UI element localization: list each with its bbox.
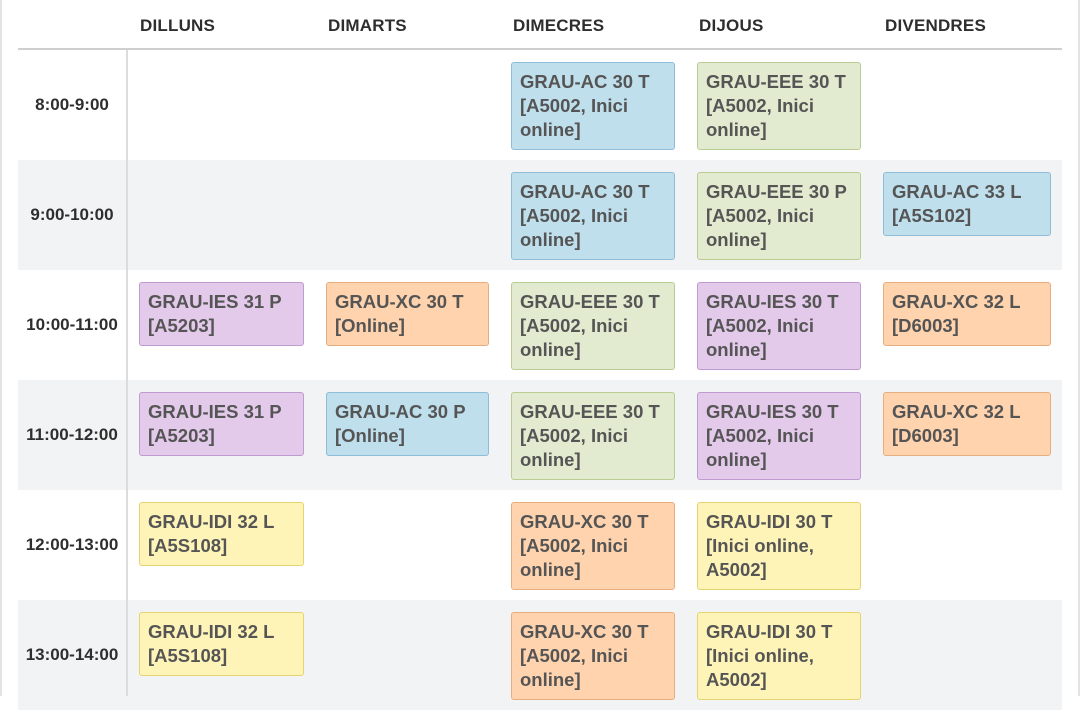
time-label: 11:00-12:00	[26, 425, 118, 444]
class-title: GRAU-IDI 32 L	[148, 621, 275, 642]
schedule-header: DILLUNS DIMARTS DIMECRES DIJOUS DIVENDRE…	[18, 0, 1062, 50]
class-title: GRAU-XC 30 T	[520, 621, 649, 642]
time-label: 10:00-11:00	[26, 315, 118, 334]
schedule-grid: 8:00-9:00 9:00-10:00 10:00-11:00 11:00-1…	[18, 50, 1062, 710]
class-title: GRAU-AC 30 T	[520, 71, 650, 92]
class-room: [D6003]	[892, 425, 959, 446]
class-block[interactable]: GRAU-XC 30 T [Online]	[326, 282, 489, 346]
class-block[interactable]: GRAU-IES 30 T [A5002, Inici online]	[697, 282, 861, 370]
class-room: [A5S108]	[148, 645, 228, 666]
class-block[interactable]: GRAU-EEE 30 T [A5002, Inici online]	[511, 392, 675, 480]
frame-border-left	[0, 0, 2, 696]
class-title: GRAU-IES 31 P	[148, 291, 282, 312]
time-label: 9:00-10:00	[30, 205, 114, 224]
class-title: GRAU-IDI 32 L	[148, 511, 275, 532]
class-block[interactable]: GRAU-EEE 30 T [A5002, Inici online]	[511, 282, 675, 370]
class-room: [Inici online, A5002]	[706, 645, 814, 690]
class-room: [A5002, Inici online]	[520, 425, 628, 470]
class-title: GRAU-IDI 30 T	[706, 511, 833, 532]
class-room: [A5203]	[148, 425, 215, 446]
class-title: GRAU-IDI 30 T	[706, 621, 833, 642]
class-block[interactable]: GRAU-IES 31 P [A5203]	[139, 282, 304, 346]
class-room: [A5002, Inici online]	[706, 205, 814, 250]
class-block[interactable]: GRAU-AC 30 T [A5002, Inici online]	[511, 172, 675, 260]
class-block[interactable]: GRAU-IES 31 P [A5203]	[139, 392, 304, 456]
class-title: GRAU-XC 32 L	[892, 401, 1021, 422]
time-row: 12:00-13:00	[18, 490, 1062, 600]
time-column-divider	[126, 50, 128, 696]
time-label: 8:00-9:00	[35, 95, 109, 114]
class-title: GRAU-XC 30 T	[335, 291, 464, 312]
time-row: 10:00-11:00	[18, 270, 1062, 380]
class-room: [Inici online, A5002]	[706, 535, 814, 580]
day-header-tuesday: DIMARTS	[328, 16, 407, 35]
time-label: 12:00-13:00	[25, 535, 119, 554]
class-title: GRAU-IES 30 T	[706, 401, 839, 422]
class-room: [A5002, Inici online]	[706, 315, 814, 360]
class-title: GRAU-EEE 30 T	[520, 291, 660, 312]
day-header-wednesday: DIMECRES	[513, 16, 605, 35]
class-block[interactable]: GRAU-EEE 30 T [A5002, Inici online]	[697, 62, 861, 150]
class-room: [A5002, Inici online]	[706, 425, 814, 470]
day-header-thursday: DIJOUS	[699, 16, 764, 35]
class-title: GRAU-AC 30 T	[520, 181, 650, 202]
class-block[interactable]: GRAU-XC 32 L [D6003]	[883, 282, 1051, 346]
time-label: 13:00-14:00	[25, 645, 119, 664]
class-room: [A5002, Inici online]	[520, 535, 628, 580]
class-title: GRAU-EEE 30 T	[520, 401, 660, 422]
class-block[interactable]: GRAU-IDI 30 T [Inici online, A5002]	[697, 502, 861, 590]
class-title: GRAU-EEE 30 T	[706, 71, 846, 92]
class-title: GRAU-XC 30 T	[520, 511, 649, 532]
class-block[interactable]: GRAU-IDI 30 T [Inici online, A5002]	[697, 612, 861, 700]
class-block[interactable]: GRAU-AC 33 L [A5S102]	[883, 172, 1051, 236]
class-title: GRAU-IES 30 T	[706, 291, 839, 312]
class-title: GRAU-AC 30 P	[335, 401, 466, 422]
day-header-friday: DIVENDRES	[885, 16, 986, 35]
class-room: [A5002, Inici online]	[520, 645, 628, 690]
class-title: GRAU-EEE 30 P	[706, 181, 847, 202]
class-block[interactable]: GRAU-XC 32 L [D6003]	[883, 392, 1051, 456]
class-room: [Online]	[335, 315, 405, 336]
class-block[interactable]: GRAU-IES 30 T [A5002, Inici online]	[697, 392, 861, 480]
day-header-monday: DILLUNS	[140, 16, 216, 35]
class-room: [Online]	[335, 425, 405, 446]
class-room: [A5203]	[148, 315, 215, 336]
class-room: [A5S102]	[892, 205, 972, 226]
class-room: [A5002, Inici online]	[520, 205, 628, 250]
class-title: GRAU-IES 31 P	[148, 401, 282, 422]
class-block[interactable]: GRAU-XC 30 T [A5002, Inici online]	[511, 502, 675, 590]
time-row: 8:00-9:00	[18, 50, 1062, 160]
class-room: [D6003]	[892, 315, 959, 336]
class-block[interactable]: GRAU-EEE 30 P [A5002, Inici online]	[697, 172, 861, 260]
class-block[interactable]: GRAU-AC 30 P [Online]	[326, 392, 489, 456]
class-room: [A5002, Inici online]	[520, 95, 628, 140]
class-title: GRAU-AC 33 L	[892, 181, 1022, 202]
class-block[interactable]: GRAU-IDI 32 L [A5S108]	[139, 612, 304, 676]
class-room: [A5002, Inici online]	[706, 95, 814, 140]
class-block[interactable]: GRAU-IDI 32 L [A5S108]	[139, 502, 304, 566]
class-block[interactable]: GRAU-XC 30 T [A5002, Inici online]	[511, 612, 675, 700]
class-block[interactable]: GRAU-AC 30 T [A5002, Inici online]	[511, 62, 675, 150]
class-room: [A5S108]	[148, 535, 228, 556]
frame-border-right	[1078, 0, 1080, 696]
class-room: [A5002, Inici online]	[520, 315, 628, 360]
class-title: GRAU-XC 32 L	[892, 291, 1021, 312]
